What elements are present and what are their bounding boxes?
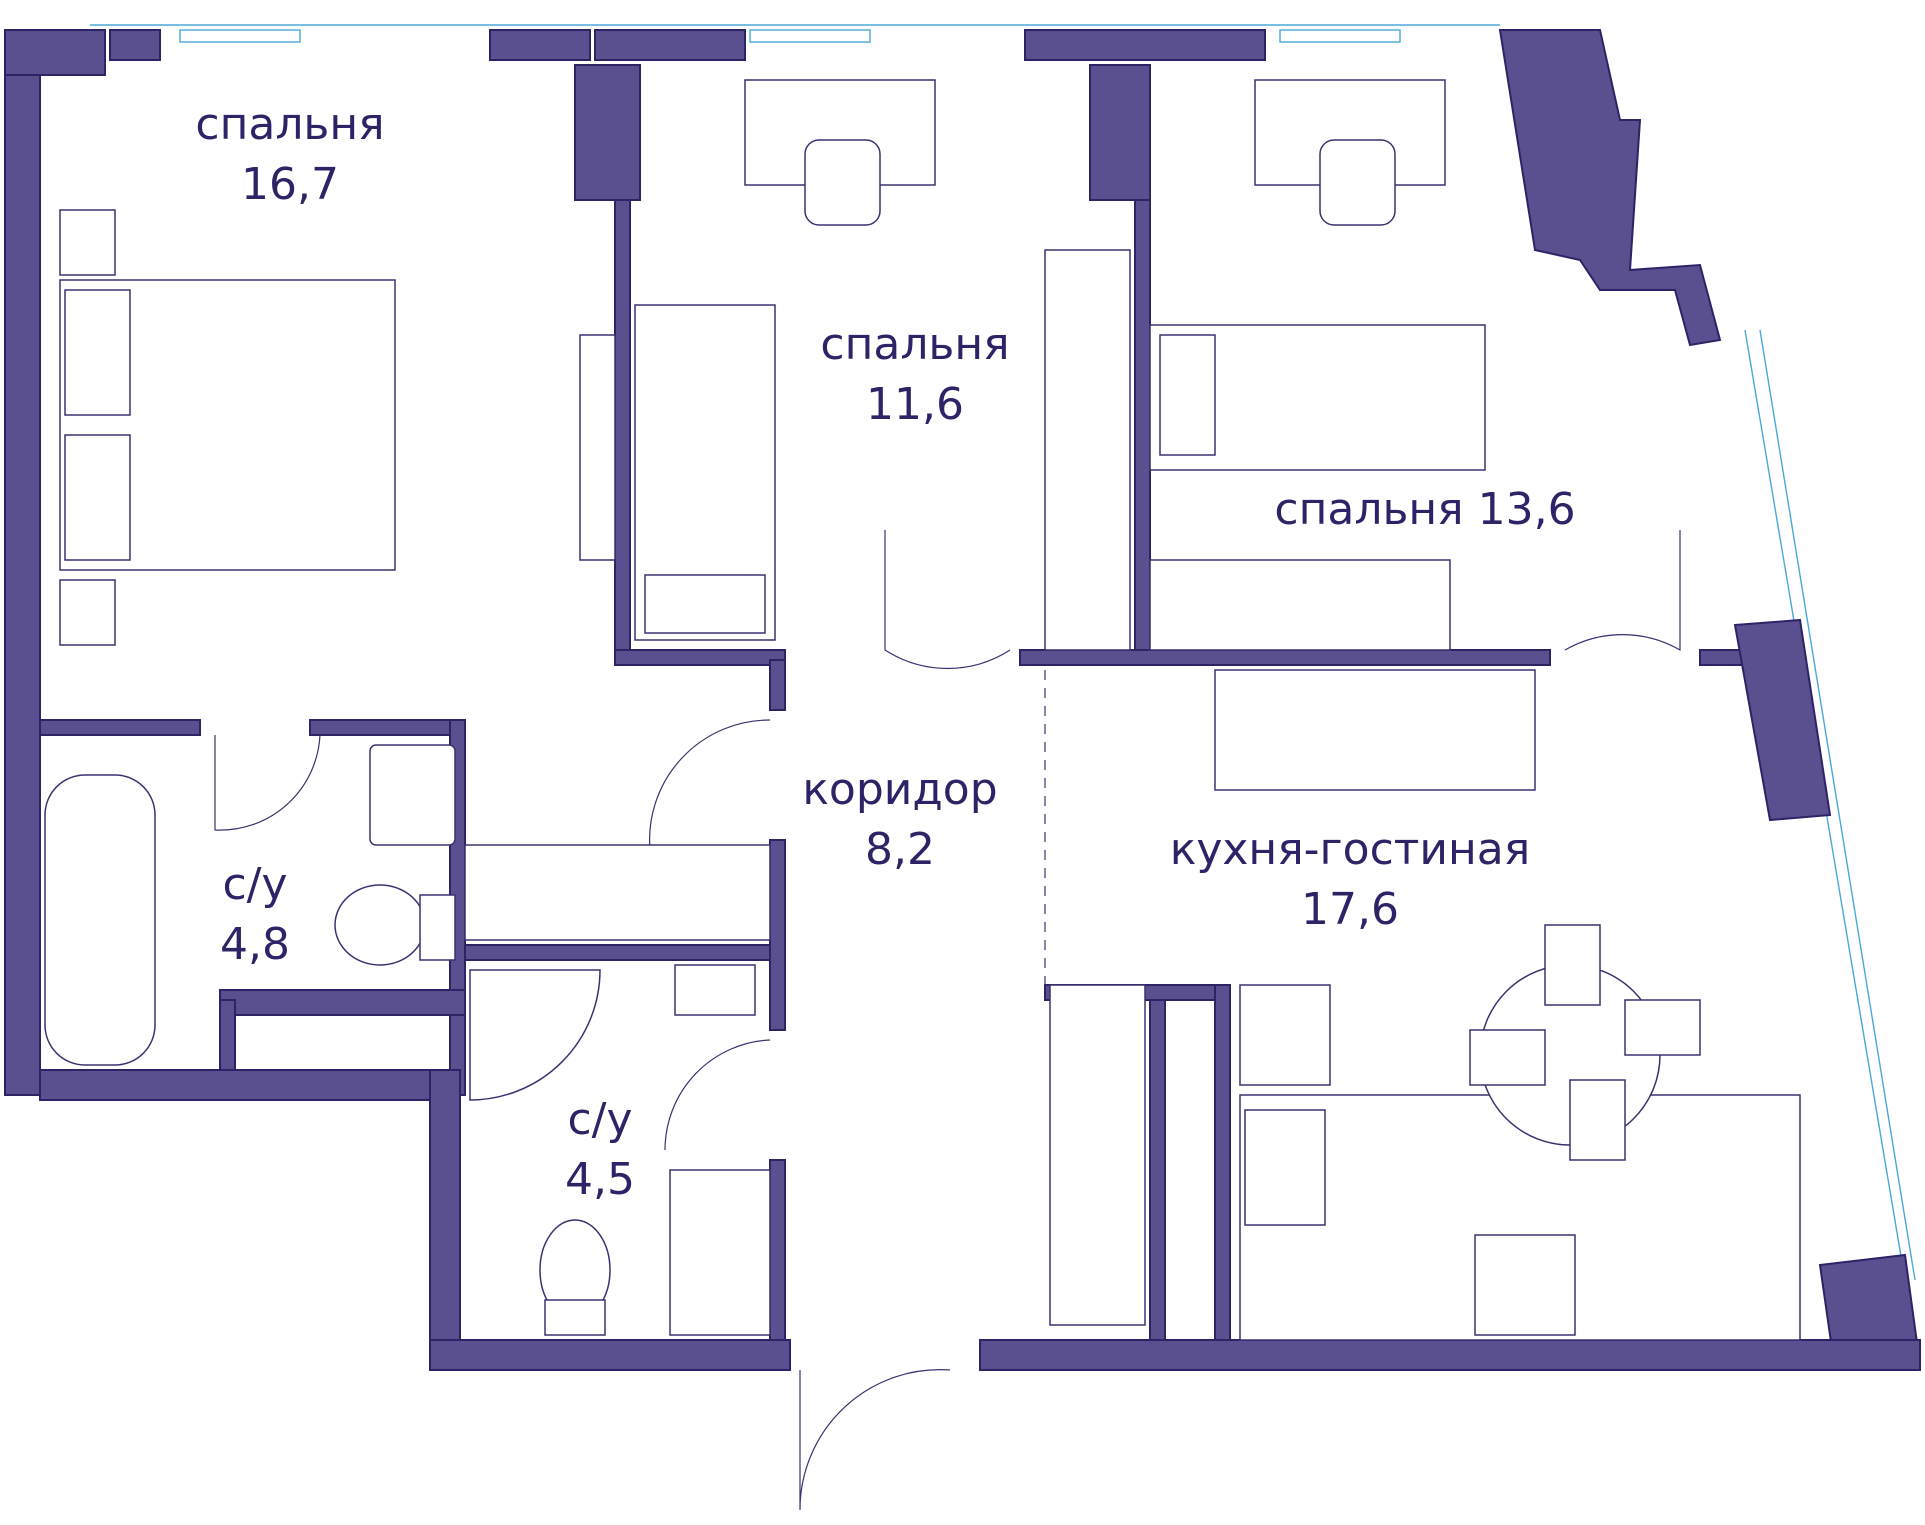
- room-label-corridor: коридор 8,2: [770, 760, 1030, 880]
- walls: [4, 29, 1922, 1372]
- room-name: спальня: [195, 99, 385, 150]
- room-label-bedroom-2: спальня 11,6: [795, 315, 1035, 435]
- furniture: [44, 79, 1801, 1341]
- room-name: с/у: [222, 859, 288, 910]
- room-area: 16,7: [241, 159, 339, 210]
- room-label-bathroom-1: с/у 4,8: [180, 855, 330, 975]
- room-label-bedroom-3: спальня 13,6: [1245, 480, 1605, 540]
- room-name: с/у: [567, 1094, 633, 1145]
- room-name: спальня 13,6: [1274, 484, 1576, 535]
- room-area: 4,5: [565, 1154, 635, 1205]
- room-area: 17,6: [1301, 884, 1399, 935]
- room-name: спальня: [820, 319, 1010, 370]
- room-name: коридор: [802, 764, 998, 815]
- room-area: 8,2: [865, 824, 935, 875]
- room-name: кухня-гостиная: [1169, 824, 1531, 875]
- room-label-bathroom-2: с/у 4,5: [525, 1090, 675, 1210]
- doors: [214, 530, 1681, 1511]
- room-label-kitchen-living: кухня-гостиная 17,6: [1150, 820, 1550, 940]
- room-label-bedroom-1: спальня 16,7: [170, 95, 410, 215]
- room-area: 11,6: [866, 379, 964, 430]
- room-area: 4,8: [220, 919, 290, 970]
